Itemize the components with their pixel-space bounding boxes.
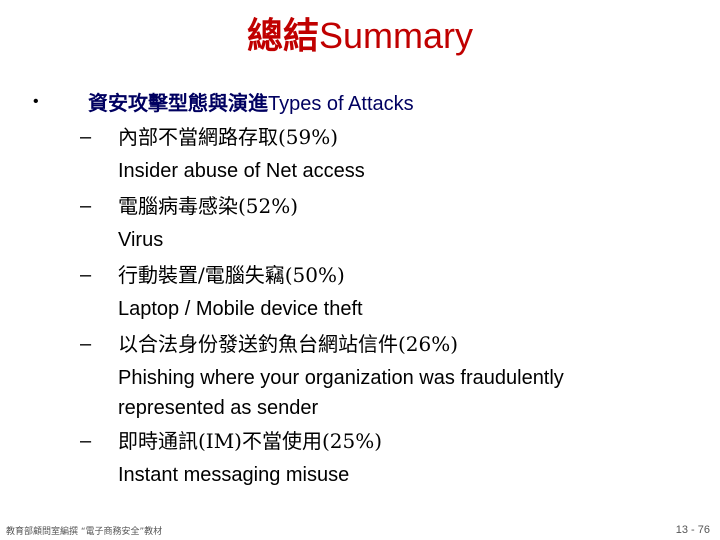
bullet-heading-zh: 資安攻擊型態與演進 — [88, 91, 268, 115]
slide-title: 總結Summary — [0, 10, 720, 62]
title-en: Summary — [318, 15, 474, 56]
item-en: Virus — [118, 229, 164, 251]
dash-icon: – — [80, 195, 92, 217]
dash-icon: – — [80, 264, 92, 286]
item-en: Phishing where your organization was fra… — [118, 367, 564, 389]
dash-icon: – — [80, 126, 92, 148]
item-zh: 電腦病毒感染(52%) — [118, 194, 299, 218]
bullet-icon: • — [33, 93, 39, 110]
item-en: Laptop / Mobile device theft — [118, 298, 363, 320]
main-bullet: • 資安攻擊型態與演進Types of Attacks — [0, 86, 720, 120]
item-en-continued: represented as sender — [118, 397, 319, 419]
item-zh: 內部不當網路存取(59%) — [118, 125, 339, 149]
dash-icon: – — [80, 430, 92, 452]
bullet-heading: 資安攻擊型態與演進Types of Attacks — [88, 86, 414, 121]
item-en: Instant messaging misuse — [118, 464, 350, 486]
dash-icon: – — [80, 333, 92, 355]
page-number: 13 - 76 — [675, 524, 710, 536]
item-zh: 以合法身份發送釣魚台網站信件(26%) — [118, 332, 459, 356]
item-zh: 即時通訊(IM)不當使用(25%) — [118, 429, 383, 453]
footer-source: 教育部顧問室編撰 “電子商務安全”教材 — [6, 527, 163, 537]
bullet-heading-en: Types of Attacks — [268, 93, 414, 115]
item-en: Insider abuse of Net access — [118, 160, 365, 182]
title-zh: 總結 — [246, 15, 319, 57]
item-zh: 行動裝置/電腦失竊(50%) — [118, 263, 345, 287]
